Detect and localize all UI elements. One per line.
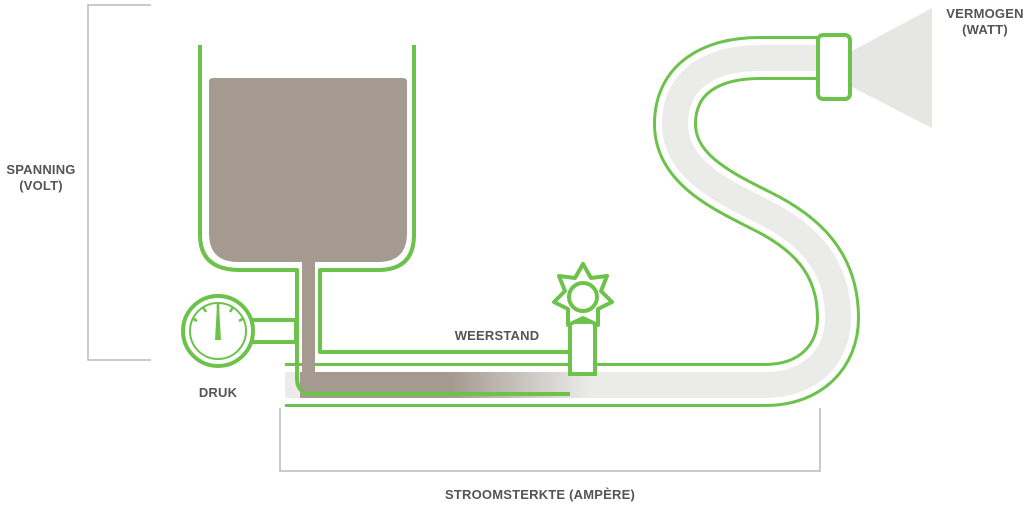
weerstand-label: WEERSTAND bbox=[455, 328, 540, 343]
tank-outline-inner bbox=[318, 45, 570, 354]
vermogen-unit-label: (WATT) bbox=[962, 22, 1008, 37]
valve-icon bbox=[552, 262, 614, 376]
tank-outline bbox=[198, 45, 570, 396]
spanning-unit-label: (VOLT) bbox=[19, 178, 63, 193]
vermogen-label: VERMOGEN bbox=[946, 6, 1023, 21]
tank-water bbox=[209, 78, 407, 262]
spray-cone bbox=[850, 8, 932, 128]
nozzle bbox=[816, 33, 852, 101]
stroomsterkte-label: STROOMSTERKTE (AMPÈRE) bbox=[445, 487, 635, 502]
stroomsterkte-bracket bbox=[279, 408, 821, 472]
pipe-water-bottom bbox=[302, 372, 322, 390]
pipe-water bbox=[302, 262, 315, 388]
pressure-gauge-icon bbox=[181, 294, 298, 368]
druk-label: DRUK bbox=[199, 385, 238, 400]
spanning-bracket bbox=[87, 4, 151, 361]
hose bbox=[285, 36, 860, 407]
spanning-label: SPANNING bbox=[6, 162, 75, 177]
